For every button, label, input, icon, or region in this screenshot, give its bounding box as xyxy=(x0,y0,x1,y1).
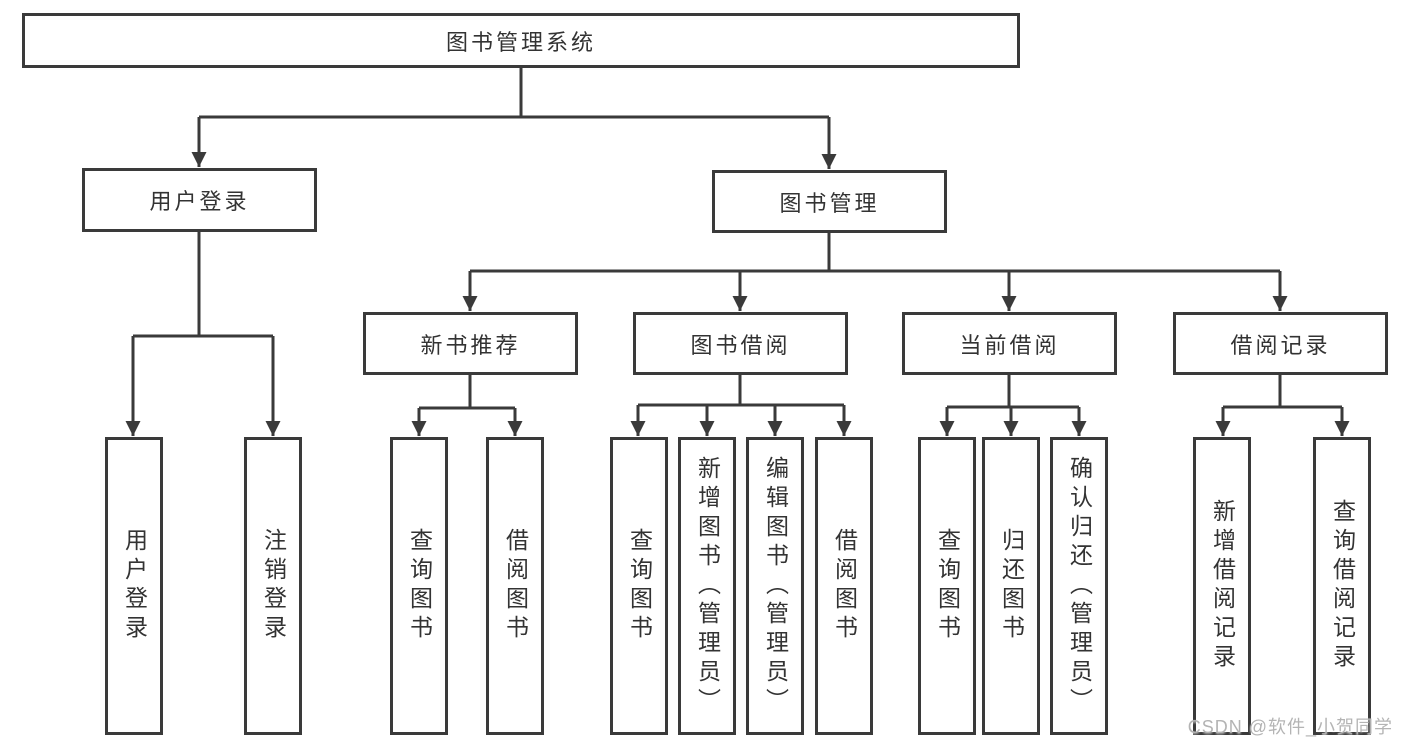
node-borrow-records-label: 借阅记录 xyxy=(1230,332,1331,358)
node-borrow-records: 借阅记录 xyxy=(1173,312,1388,375)
leaf-borrow-edit-books-admin: 编辑图书（管理员） xyxy=(746,437,804,735)
node-book-management-label: 图书管理 xyxy=(779,190,880,216)
leaf-borrow-query-books: 查询图书 xyxy=(610,437,668,735)
node-user-login: 用户登录 xyxy=(82,168,317,232)
leaf-user-login-label: 用户登录 xyxy=(121,528,148,644)
leaf-recommend-borrow-books-label: 借阅图书 xyxy=(502,528,529,644)
leaf-borrow-add-books-admin-label: 新增图书（管理员） xyxy=(694,455,721,717)
watermark: CSDN @软件_小贺同学 xyxy=(1187,717,1393,737)
node-book-management: 图书管理 xyxy=(712,170,947,233)
node-current-borrow: 当前借阅 xyxy=(902,312,1117,375)
leaf-current-query-books-label: 查询图书 xyxy=(934,528,961,644)
connector-skeleton xyxy=(133,68,1342,410)
leaf-borrow-query-books-label: 查询图书 xyxy=(626,528,653,644)
leaf-borrow-borrow-books-label: 借阅图书 xyxy=(831,528,858,644)
node-current-borrow-label: 当前借阅 xyxy=(959,332,1060,358)
leaf-recommend-borrow-books: 借阅图书 xyxy=(486,437,544,735)
node-root: 图书管理系统 xyxy=(22,13,1020,68)
leaf-borrow-borrow-books: 借阅图书 xyxy=(815,437,873,735)
leaf-borrow-edit-books-admin-label: 编辑图书（管理员） xyxy=(762,455,789,717)
leaf-records-query-record-label: 查询借阅记录 xyxy=(1329,499,1356,673)
leaf-recommend-query-books: 查询图书 xyxy=(390,437,448,735)
node-new-book-recommend-label: 新书推荐 xyxy=(420,332,521,358)
leaf-records-query-record: 查询借阅记录 xyxy=(1313,437,1371,735)
leaf-user-login: 用户登录 xyxy=(105,437,163,735)
leaf-current-return-books-label: 归还图书 xyxy=(998,528,1025,644)
leaf-records-add-record-label: 新增借阅记录 xyxy=(1209,499,1236,673)
node-new-book-recommend: 新书推荐 xyxy=(363,312,578,375)
leaf-logout: 注销登录 xyxy=(244,437,302,735)
leaf-current-confirm-return-admin-label: 确认归还（管理员） xyxy=(1066,455,1093,717)
node-book-borrow-label: 图书借阅 xyxy=(690,332,791,358)
leaf-logout-label: 注销登录 xyxy=(260,528,287,644)
leaf-current-query-books: 查询图书 xyxy=(918,437,976,735)
node-user-login-label: 用户登录 xyxy=(149,189,250,214)
leaf-recommend-query-books-label: 查询图书 xyxy=(406,528,433,644)
leaf-current-return-books: 归还图书 xyxy=(982,437,1040,735)
node-book-borrow: 图书借阅 xyxy=(633,312,848,375)
leaf-current-confirm-return-admin: 确认归还（管理员） xyxy=(1050,437,1108,735)
leaf-borrow-add-books-admin: 新增图书（管理员） xyxy=(678,437,736,735)
leaf-records-add-record: 新增借阅记录 xyxy=(1193,437,1251,735)
node-root-label: 图书管理系统 xyxy=(445,29,596,55)
